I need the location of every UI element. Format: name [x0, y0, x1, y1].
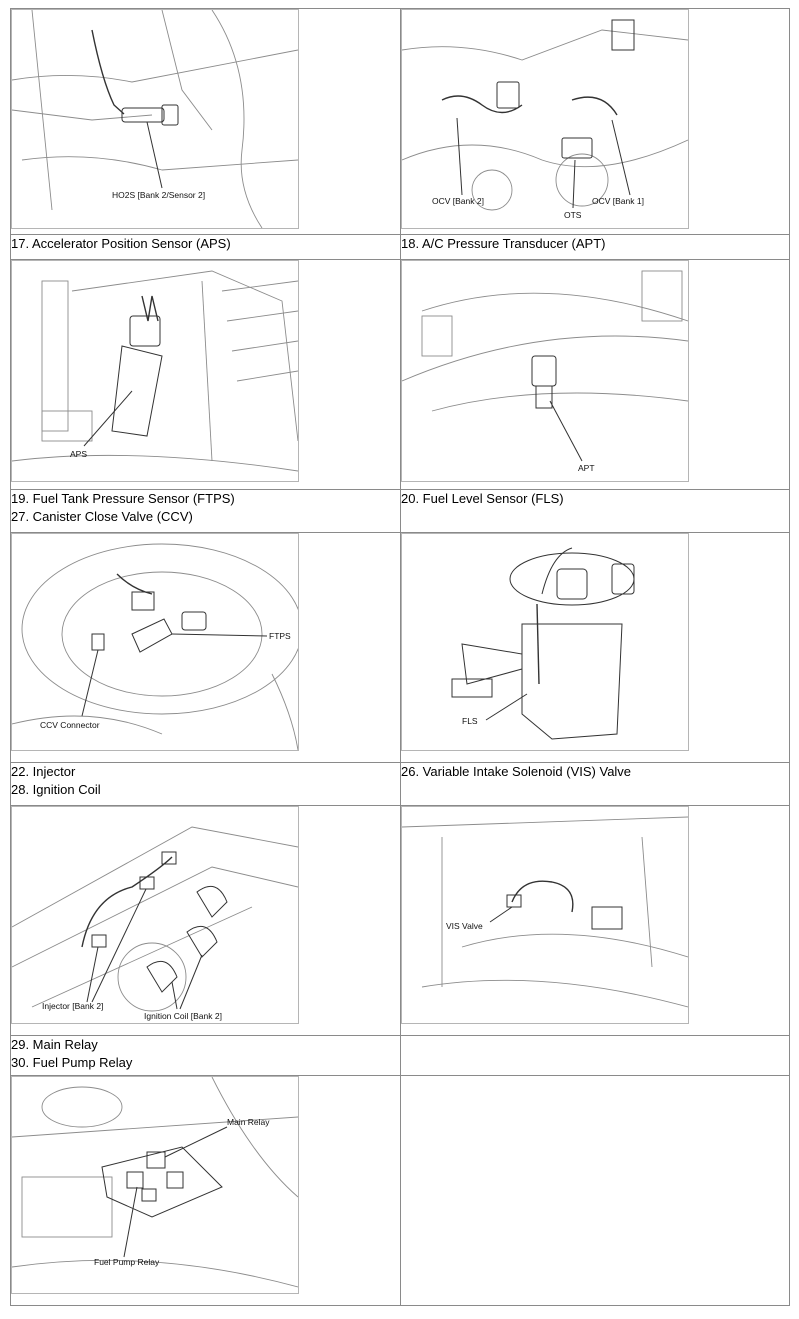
ho2s-figure: HO2S [Bank 2/Sensor 2]	[11, 9, 299, 229]
aps-figure: APS	[11, 260, 299, 482]
figure-cell-apt: APT	[400, 259, 790, 490]
figure-cell-fls: FLS	[400, 532, 790, 763]
label-cell-vis: 26. Variable Intake Solenoid (VIS) Valve	[400, 762, 790, 806]
label-cell-fls: 20. Fuel Level Sensor (FLS)	[400, 489, 790, 533]
callout-injector-bank2: Injector [Bank 2]	[42, 1001, 103, 1011]
label-apt: 18. A/C Pressure Transducer (APT)	[401, 236, 606, 251]
component-location-table: HO2S [Bank 2/Sensor 2]	[10, 8, 790, 1306]
callout-fuel-pump-relay: Fuel Pump Relay	[94, 1257, 160, 1267]
callout-ocv-bank2: OCV [Bank 2]	[432, 196, 484, 206]
callout-ignition-coil-bank2: Ignition Coil [Bank 2]	[144, 1011, 222, 1021]
ftps-figure: FTPS CCV Connector	[11, 533, 299, 751]
fls-figure: FLS	[401, 533, 689, 751]
figure-cell-ocv: OCV [Bank 2] OTS OCV [Bank 1]	[400, 8, 790, 235]
label-cell-relays: 29. Main Relay 30. Fuel Pump Relay	[10, 1035, 401, 1076]
image-row-2: APS APT	[10, 259, 790, 490]
callout-vis-valve: VIS Valve	[446, 921, 483, 931]
injector-figure: Injector [Bank 2] Ignition Coil [Bank 2]	[11, 806, 299, 1024]
callout-aps: APS	[70, 449, 87, 459]
callout-ccv-connector: CCV Connector	[40, 720, 100, 730]
label-cell-empty	[400, 1035, 790, 1076]
image-row-5: Main Relay Fuel Pump Relay	[10, 1075, 790, 1306]
label-cell-ftps-ccv: 19. Fuel Tank Pressure Sensor (FTPS) 27.…	[10, 489, 401, 533]
label-row-2: 17. Accelerator Position Sensor (APS) 18…	[10, 234, 790, 260]
label-fls: 20. Fuel Level Sensor (FLS)	[401, 491, 564, 506]
label-cell-injector-coil: 22. Injector 28. Ignition Coil	[10, 762, 401, 806]
label-vis: 26. Variable Intake Solenoid (VIS) Valve	[401, 764, 632, 779]
callout-ftps: FTPS	[269, 631, 291, 641]
figure-cell-empty	[400, 1075, 790, 1306]
callout-fls: FLS	[462, 716, 478, 726]
figure-cell-relays: Main Relay Fuel Pump Relay	[10, 1075, 401, 1306]
image-row-3: FTPS CCV Connector FLS	[10, 532, 790, 763]
label-ignition-coil: 28. Ignition Coil	[11, 782, 101, 797]
relay-figure: Main Relay Fuel Pump Relay	[11, 1076, 299, 1294]
callout-apt: APT	[578, 463, 595, 473]
label-ftps: 19. Fuel Tank Pressure Sensor (FTPS)	[11, 491, 235, 506]
label-injector: 22. Injector	[11, 764, 76, 779]
label-cell-aps: 17. Accelerator Position Sensor (APS)	[10, 234, 401, 260]
figure-cell-ftps: FTPS CCV Connector	[10, 532, 401, 763]
label-fuel-pump-relay: 30. Fuel Pump Relay	[11, 1055, 133, 1070]
label-row-3: 19. Fuel Tank Pressure Sensor (FTPS) 27.…	[10, 489, 790, 533]
callout-ho2s: HO2S [Bank 2/Sensor 2]	[112, 190, 205, 200]
figure-cell-injector: Injector [Bank 2] Ignition Coil [Bank 2]	[10, 805, 401, 1036]
image-row-1: HO2S [Bank 2/Sensor 2]	[10, 8, 790, 235]
ocv-figure: OCV [Bank 2] OTS OCV [Bank 1]	[401, 9, 689, 229]
label-row-5: 29. Main Relay 30. Fuel Pump Relay	[10, 1035, 790, 1076]
label-aps: 17. Accelerator Position Sensor (APS)	[11, 236, 231, 251]
figure-cell-aps: APS	[10, 259, 401, 490]
figure-cell-vis: VIS Valve	[400, 805, 790, 1036]
image-row-4: Injector [Bank 2] Ignition Coil [Bank 2]	[10, 805, 790, 1036]
apt-figure: APT	[401, 260, 689, 482]
callout-main-relay: Main Relay	[227, 1117, 270, 1127]
callout-ocv-bank1: OCV [Bank 1]	[592, 196, 644, 206]
label-main-relay: 29. Main Relay	[11, 1037, 98, 1052]
vis-figure: VIS Valve	[401, 806, 689, 1024]
label-row-4: 22. Injector 28. Ignition Coil 26. Varia…	[10, 762, 790, 806]
label-cell-apt: 18. A/C Pressure Transducer (APT)	[400, 234, 790, 260]
label-ccv: 27. Canister Close Valve (CCV)	[11, 509, 193, 524]
callout-ots: OTS	[564, 210, 582, 220]
figure-cell-ho2s: HO2S [Bank 2/Sensor 2]	[10, 8, 401, 235]
